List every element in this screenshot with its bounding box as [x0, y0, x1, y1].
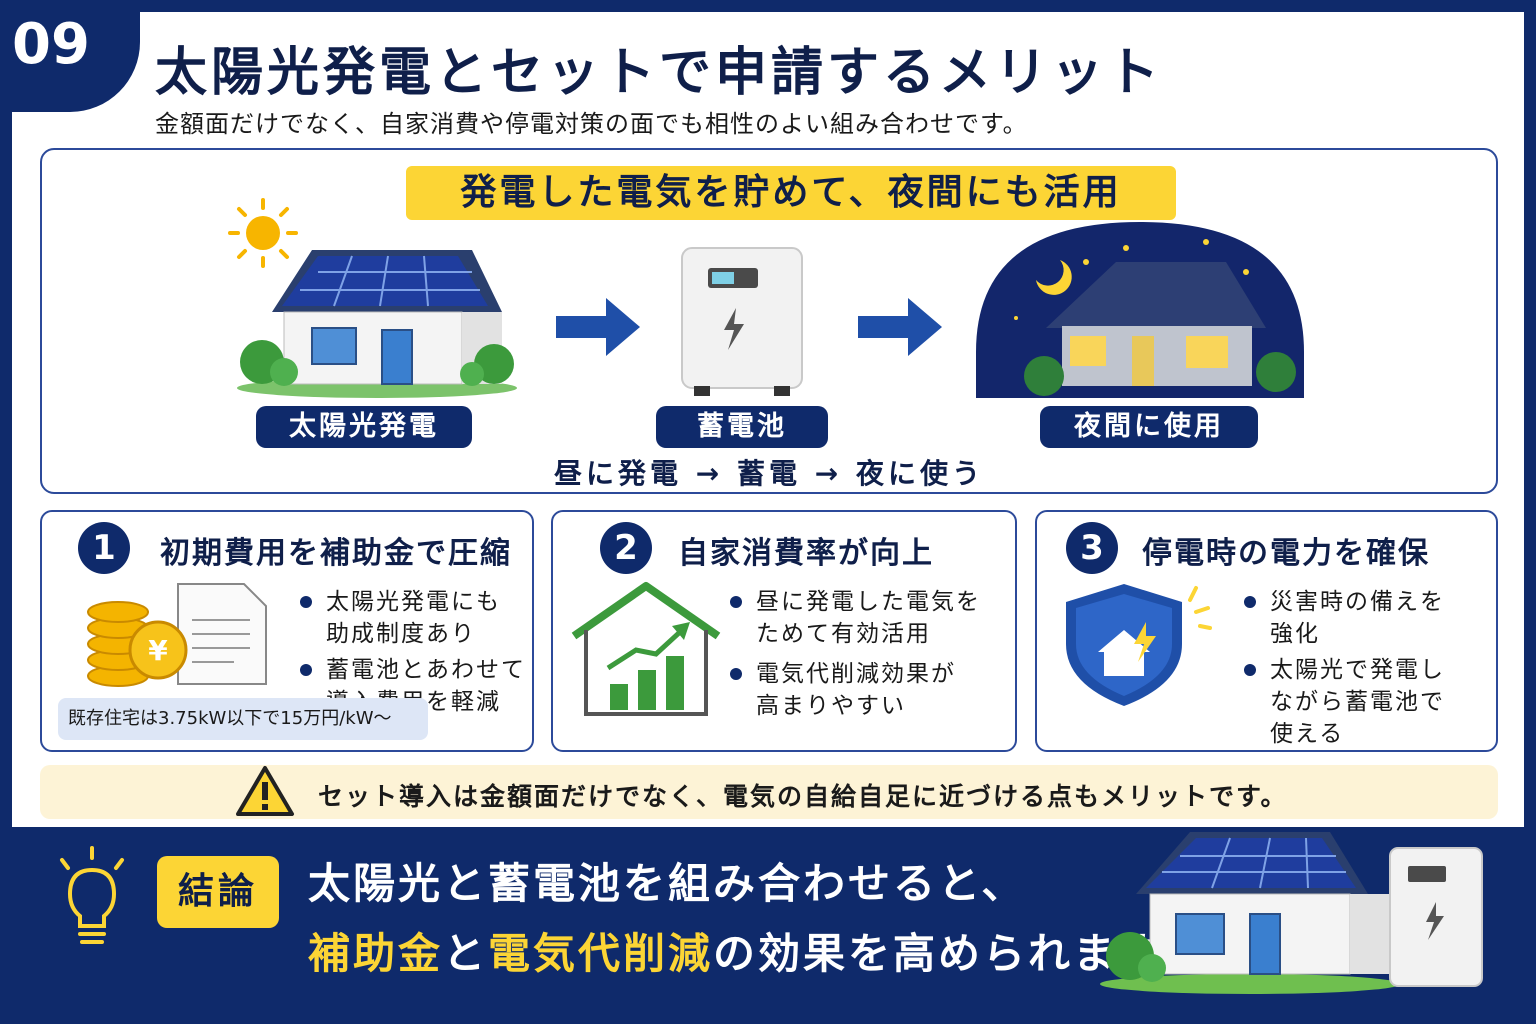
arrow-right-icon — [858, 298, 942, 356]
bullet-dot — [1244, 596, 1256, 608]
highlight-subsidy: 補助金 — [308, 929, 444, 978]
card2-bullet-2-line1: 電気代削減効果が — [756, 661, 956, 687]
card-number-3: 3 — [1066, 522, 1118, 574]
subsidy-note: 既存住宅は3.75kW以下で15万円/kW〜 — [58, 698, 428, 740]
conclusion-line-2: 補助金と電気代削減の効果を高められます — [308, 920, 1163, 981]
battery-icon — [681, 247, 803, 396]
card2-bullet-2-line2: 高まりやすい — [756, 693, 906, 719]
card1-bullet-2-line1: 蓄電池とあわせて — [326, 657, 526, 683]
bullet-dot — [730, 596, 742, 608]
card3-bullet-1-line2: 強化 — [1270, 621, 1320, 647]
flow-caption: 昼に発電 → 蓄電 → 夜に使う — [554, 457, 984, 490]
card2-bullet-1: 昼に発電した電気をためて有効活用 — [730, 586, 981, 650]
card3-bullet-2: 太陽光で発電しながら蓄電池で使える — [1244, 654, 1445, 750]
house-battery-illustration — [1100, 832, 1483, 994]
card2-bullet-1-line2: ためて有効活用 — [756, 621, 931, 647]
conclusion-line-1: 太陽光と蓄電池を組み合わせると、 — [308, 859, 1027, 908]
svg-text:¥: ¥ — [148, 634, 168, 667]
card1-bullet-1-line2: 助成制度あり — [326, 621, 476, 647]
house-growth-chart-icon — [571, 582, 721, 716]
shield-house-icon — [1066, 584, 1212, 706]
card-title-2: 自家消費率が向上 — [678, 536, 934, 571]
warning-text: セット導入は金額面だけでなく、電気の自給自足に近づける点もメリットです。 — [318, 782, 1288, 811]
card1-bullet-1-line1: 太陽光発電にも — [326, 589, 501, 615]
coins-document-icon: ¥ — [87, 583, 267, 687]
flow-label-solar: 太陽光発電 — [256, 406, 472, 448]
conclusion-mid: と — [443, 929, 489, 978]
card3-bullet-1: 災害時の備えを強化 — [1244, 586, 1445, 650]
flow-banner: 発電した電気を貯めて、夜間にも活用 — [406, 166, 1176, 220]
solar-house-icon — [237, 250, 517, 398]
arrow-right-icon — [556, 298, 640, 356]
card2-bullet-1-line1: 昼に発電した電気を — [756, 589, 981, 615]
section-number-badge: 09 — [0, 0, 140, 112]
card3-bullet-1-line1: 災害時の備えを — [1270, 589, 1445, 615]
bullet-dot — [300, 664, 312, 676]
flow-label-battery: 蓄電池 — [656, 406, 828, 448]
lightbulb-icon — [60, 846, 124, 944]
card-number-2: 2 — [600, 522, 652, 574]
card-number-1: 1 — [78, 522, 130, 574]
night-house-icon — [976, 222, 1304, 398]
bullet-dot — [300, 596, 312, 608]
card1-bullet-1: 太陽光発電にも助成制度あり — [300, 586, 501, 650]
card2-bullet-2: 電気代削減効果が高まりやすい — [730, 658, 956, 722]
highlight-savings: 電気代削減 — [488, 929, 714, 978]
card-title-3: 停電時の電力を確保 — [1142, 536, 1430, 571]
conclusion-tag: 結論 — [157, 856, 279, 928]
sun-icon — [228, 198, 298, 268]
card3-bullet-2-line1: 太陽光で発電し — [1270, 657, 1445, 683]
card3-bullet-2-line2: ながら蓄電池で — [1270, 689, 1445, 715]
card-title-1: 初期費用を補助金で圧縮 — [160, 536, 512, 571]
card3-bullet-2-line3: 使える — [1270, 721, 1345, 747]
conclusion-tail: の効果を高められます — [713, 929, 1164, 978]
page-title: 太陽光発電とセットで申請するメリット — [155, 43, 1164, 103]
section-number: 09 — [12, 12, 90, 77]
flow-label-night: 夜間に使用 — [1040, 406, 1258, 448]
bullet-dot — [1244, 664, 1256, 676]
warning-icon — [236, 766, 294, 816]
page-subtitle: 金額面だけでなく、自家消費や停電対策の面でも相性のよい組み合わせです。 — [155, 110, 1028, 138]
bullet-dot — [730, 668, 742, 680]
